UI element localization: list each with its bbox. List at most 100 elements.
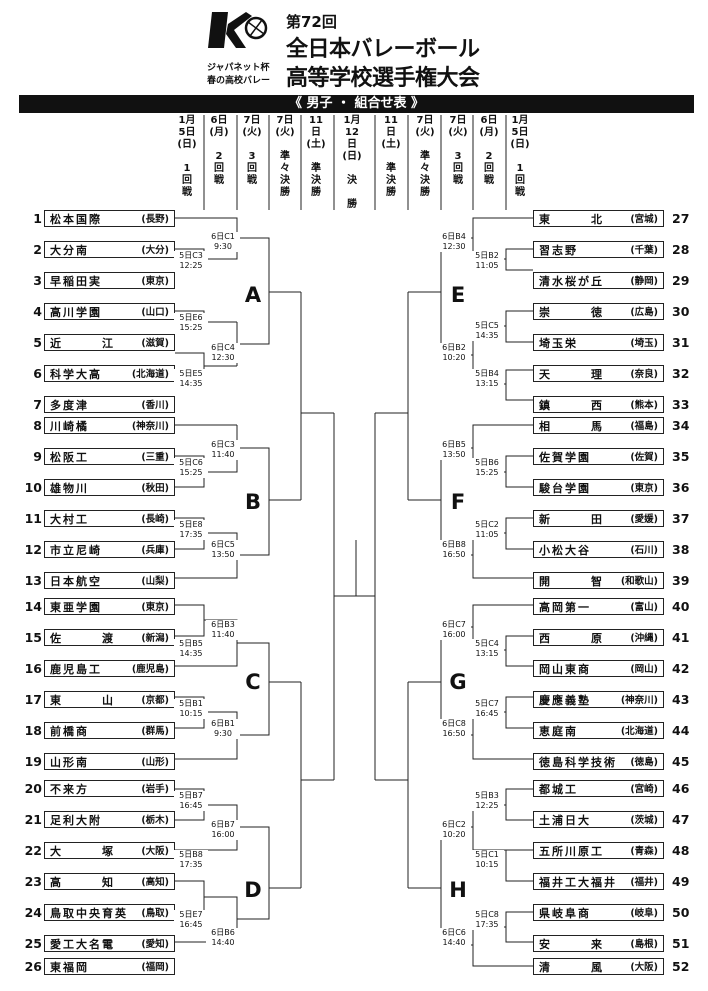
- seed-number: 23: [24, 874, 42, 889]
- team-slot: 不来方(岩手): [44, 780, 175, 797]
- team-name: 東亜学園: [50, 601, 102, 614]
- seed-number: 3: [33, 273, 42, 288]
- seed-number: 7: [33, 397, 42, 412]
- team-prefecture: (和歌山): [620, 576, 658, 587]
- team-prefecture: (奈良): [630, 369, 658, 380]
- sponsor-line2: 春の高校バレー: [207, 76, 271, 86]
- team-slot: 科学大高(北海道): [44, 365, 175, 382]
- team-prefecture: (秋田): [141, 483, 169, 494]
- seed-number: 24: [24, 905, 42, 920]
- team-name: 県岐阜商: [539, 907, 591, 920]
- seed-number: 4: [33, 304, 42, 319]
- team-slot: 足利大附(栃木): [44, 811, 175, 828]
- team-slot: 恵庭南(北海道): [533, 722, 664, 739]
- block-letter-h: H: [446, 878, 470, 902]
- team-slot: 五所川原工(青森): [533, 842, 664, 859]
- team-prefecture: (京都): [141, 695, 169, 706]
- match-schedule-label: 5日E6 15:25: [174, 313, 208, 333]
- team-name: 福井工大福井: [539, 876, 617, 889]
- team-slot: 清水桜が丘(静岡): [533, 272, 664, 289]
- colhead-left-r3: 7日 (火) 3 回 戦: [242, 115, 262, 186]
- team-name: 市立尼崎: [50, 544, 102, 557]
- team-prefecture: (熊本): [630, 400, 658, 411]
- team-name: 前橋商: [50, 725, 89, 738]
- match-schedule-label: 5日B1 10:15: [174, 699, 208, 719]
- team-slot: 東福岡(福岡): [44, 958, 175, 975]
- team-prefecture: (福井): [630, 877, 658, 888]
- team-name: 愛工大名電: [50, 938, 115, 951]
- seed-number: 2: [33, 242, 42, 257]
- team-name: 岡山東商: [539, 663, 591, 676]
- team-name: 開 智: [539, 575, 604, 588]
- team-prefecture: (佐賀): [630, 452, 658, 463]
- block-letter-c: C: [241, 670, 265, 694]
- colhead-left-r1: 1月 5日 (日) 1 回 戦: [177, 115, 197, 198]
- match-schedule-label: 6日B3 11:40: [206, 620, 240, 640]
- team-prefecture: (長崎): [141, 514, 169, 525]
- seed-number: 50: [672, 905, 690, 920]
- team-prefecture: (大阪): [141, 846, 169, 857]
- team-slot: 安 来(島根): [533, 935, 664, 952]
- team-slot: 大 塚 (大阪): [44, 842, 175, 859]
- seed-number: 42: [672, 661, 690, 676]
- team-prefecture: (神奈川): [131, 421, 169, 432]
- match-schedule-label: 6日C4 12:30: [206, 343, 240, 363]
- team-prefecture: (大分): [141, 245, 169, 256]
- team-slot: 佐賀学園(佐賀): [533, 448, 664, 465]
- sponsor-line1: ジャパネット杯: [207, 63, 270, 73]
- block-letter-g: G: [446, 670, 470, 694]
- team-slot: 雄物川(秋田): [44, 479, 175, 496]
- team-slot: 東 北(宮城): [533, 210, 664, 227]
- team-slot: 日本航空(山梨): [44, 572, 175, 589]
- team-slot: 鹿児島工(鹿児島): [44, 660, 175, 677]
- team-name: 近 江: [50, 337, 115, 350]
- seed-number: 39: [672, 573, 690, 588]
- team-slot: 川崎橘(神奈川): [44, 417, 175, 434]
- seed-number: 29: [672, 273, 690, 288]
- team-name: 足利大附: [50, 814, 102, 827]
- team-slot: 土浦日大(茨城): [533, 811, 664, 828]
- match-schedule-label: 5日C6 15:25: [174, 458, 208, 478]
- match-schedule-label: 6日C7 16:00: [437, 620, 471, 640]
- seed-number: 15: [24, 630, 42, 645]
- team-prefecture: (徳島): [630, 757, 658, 768]
- block-letter-d: D: [241, 878, 265, 902]
- colhead-right-r1: 1月 5日 (日) 1 回 戦: [510, 115, 530, 198]
- team-name: 松本国際: [50, 213, 102, 226]
- match-schedule-label: 6日B2 10:20: [437, 343, 471, 363]
- team-slot: 新 田(愛媛): [533, 510, 664, 527]
- match-schedule-label: 5日B4 13:15: [470, 369, 504, 389]
- team-name: 早稲田実: [50, 275, 102, 288]
- title-line2: 高等学校選手権大会: [286, 66, 480, 91]
- block-letter-b: B: [241, 490, 265, 514]
- edition-label: 第72回: [286, 13, 337, 31]
- match-schedule-label: 5日B5 14:35: [174, 639, 208, 659]
- seed-number: 22: [24, 843, 42, 858]
- team-name: 鹿児島工: [50, 663, 102, 676]
- team-slot: 西 原(沖縄): [533, 629, 664, 646]
- match-schedule-label: 5日B2 11:05: [470, 251, 504, 271]
- team-slot: 習志野(千葉): [533, 241, 664, 258]
- team-name: 天 理: [539, 368, 604, 381]
- match-schedule-label: 5日C3 12:25: [174, 251, 208, 271]
- match-schedule-label: 5日E7 16:45: [174, 910, 208, 930]
- seed-number: 37: [672, 511, 690, 526]
- team-prefecture: (鳥取): [141, 908, 169, 919]
- team-name: 高岡第一: [539, 601, 591, 614]
- team-slot: 松本国際(長野): [44, 210, 175, 227]
- colhead-left-sf: 11日 (土) 準 決 勝: [306, 115, 326, 198]
- colhead-right-r2: 6日 (月) 2 回 戦: [479, 115, 499, 186]
- team-slot: 市立尼崎(兵庫): [44, 541, 175, 558]
- team-slot: 東亜学園(東京): [44, 598, 175, 615]
- team-prefecture: (群馬): [141, 726, 169, 737]
- match-schedule-label: 5日B8 17:35: [174, 850, 208, 870]
- team-name: 大 塚: [50, 845, 115, 858]
- team-name: 五所川原工: [539, 845, 604, 858]
- seed-number: 31: [672, 335, 690, 350]
- team-prefecture: (広島): [630, 307, 658, 318]
- seed-number: 28: [672, 242, 690, 257]
- seed-number: 11: [24, 511, 42, 526]
- team-slot: 近 江(滋賀): [44, 334, 175, 351]
- seed-number: 44: [672, 723, 690, 738]
- team-prefecture: (福島): [630, 421, 658, 432]
